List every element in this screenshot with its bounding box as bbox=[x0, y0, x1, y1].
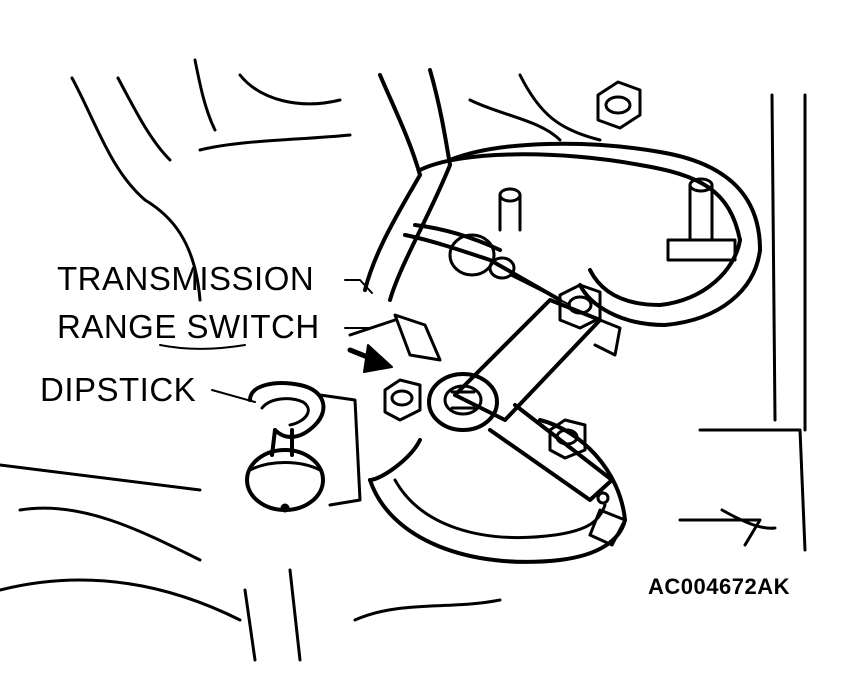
lever-nut bbox=[558, 283, 622, 357]
fuel-line-pipes bbox=[363, 68, 762, 327]
label-transmission-range-switch-line1: TRANSMISSION bbox=[57, 260, 315, 297]
dipstick-handle bbox=[245, 381, 362, 513]
shift-cable bbox=[403, 223, 571, 306]
figure-id: AC004672AK bbox=[648, 574, 790, 599]
callout-leaders bbox=[159, 279, 373, 403]
switch-mount-bolts bbox=[383, 378, 587, 460]
leader-dipstick bbox=[159, 344, 246, 350]
manual-control-lever bbox=[427, 298, 614, 505]
leader-transmission-range-switch bbox=[344, 279, 373, 294]
leader-dipstick-tip bbox=[211, 389, 256, 403]
range-switch-arrow bbox=[347, 344, 393, 373]
label-transmission-range-switch-line2: RANGE SWITCH bbox=[57, 308, 320, 345]
background-engine-structure bbox=[0, 58, 807, 662]
label-dipstick: DIPSTICK bbox=[40, 371, 197, 408]
range-switch-body bbox=[368, 418, 627, 564]
top-bolts bbox=[498, 80, 737, 262]
